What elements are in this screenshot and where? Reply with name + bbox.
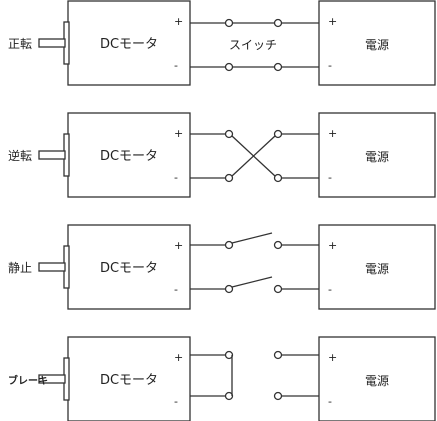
power-minus-label: - bbox=[328, 171, 332, 184]
power-plus-label: + bbox=[328, 239, 337, 252]
power-label: 電源 bbox=[365, 262, 389, 276]
power-label: 電源 bbox=[365, 150, 389, 164]
terminal bbox=[224, 284, 234, 294]
motor-label: DCモータ bbox=[100, 149, 158, 164]
terminal bbox=[273, 391, 283, 401]
motor-plus-label: + bbox=[174, 15, 183, 28]
motor-minus-label: - bbox=[174, 171, 178, 184]
power-plus-label: + bbox=[328, 127, 337, 140]
power-minus-label: - bbox=[328, 283, 332, 296]
motor-plus-label: + bbox=[174, 351, 183, 364]
terminal bbox=[273, 18, 283, 28]
motor-minus-label: - bbox=[174, 395, 178, 408]
power-box bbox=[318, 224, 436, 310]
motor-plus-label: + bbox=[174, 239, 183, 252]
terminal bbox=[273, 284, 283, 294]
power-plus-label: + bbox=[328, 15, 337, 28]
motor-shaft bbox=[38, 374, 66, 384]
power-plus-label: + bbox=[328, 351, 337, 364]
terminal bbox=[224, 129, 234, 139]
motor-shaft bbox=[38, 262, 66, 272]
power-minus-label: - bbox=[328, 59, 332, 72]
mode-label: 正転 bbox=[8, 37, 32, 51]
power-box bbox=[318, 112, 436, 198]
power-box bbox=[318, 336, 436, 421]
motor-shaft bbox=[38, 38, 66, 48]
switch-label: スイッチ bbox=[229, 38, 277, 52]
terminal bbox=[224, 62, 234, 72]
terminal bbox=[224, 18, 234, 28]
terminal bbox=[273, 62, 283, 72]
terminal bbox=[273, 240, 283, 250]
terminal bbox=[273, 350, 283, 360]
terminal bbox=[224, 240, 234, 250]
motor-label: DCモータ bbox=[100, 373, 158, 388]
power-label: 電源 bbox=[365, 38, 389, 52]
power-box bbox=[318, 0, 436, 86]
terminal bbox=[273, 129, 283, 139]
power-minus-label: - bbox=[328, 395, 332, 408]
switch-lever-open bbox=[231, 276, 273, 288]
motor-label: DCモータ bbox=[100, 37, 158, 52]
wire-cross bbox=[231, 135, 276, 177]
mode-label: 逆転 bbox=[8, 148, 32, 163]
motor-box bbox=[67, 112, 191, 198]
motor-box bbox=[67, 336, 191, 421]
motor-shaft bbox=[38, 150, 66, 160]
terminal bbox=[273, 173, 283, 183]
mode-label: ブレーキ bbox=[8, 374, 48, 387]
motor-minus-label: - bbox=[174, 283, 178, 296]
motor-box bbox=[67, 0, 191, 86]
motor-box bbox=[67, 224, 191, 310]
power-label: 電源 bbox=[365, 374, 389, 388]
terminal bbox=[224, 173, 234, 183]
motor-minus-label: - bbox=[174, 59, 178, 72]
mode-label: 静止 bbox=[8, 261, 32, 275]
switch-lever-open bbox=[231, 232, 273, 244]
motor-label: DCモータ bbox=[100, 261, 158, 276]
motor-plus-label: + bbox=[174, 127, 183, 140]
